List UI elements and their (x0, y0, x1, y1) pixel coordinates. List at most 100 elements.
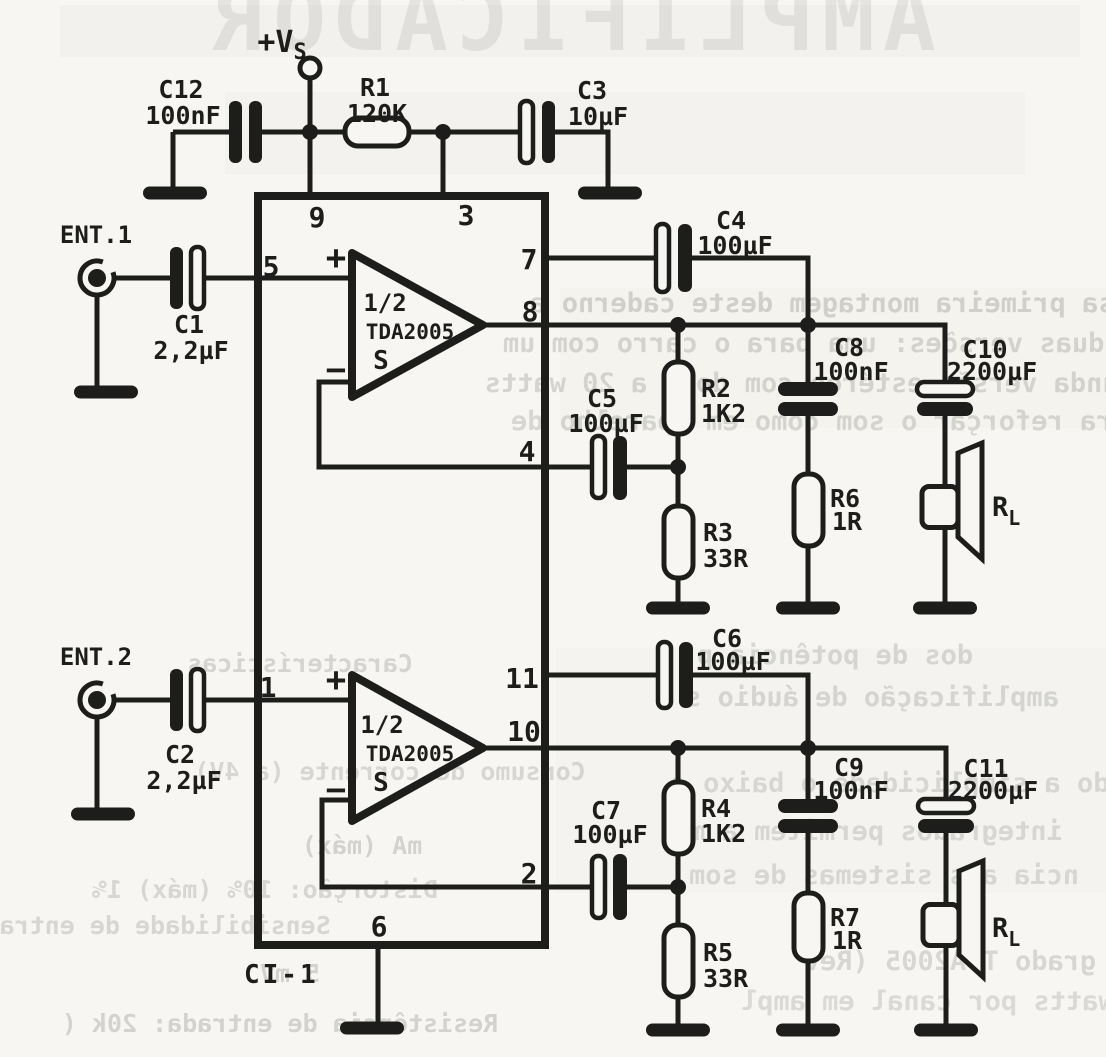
ground-icon (776, 601, 840, 615)
ref: R6 (830, 484, 860, 513)
minus-input-label: − (326, 350, 346, 390)
junction-dot (670, 317, 686, 333)
junction-dot (302, 124, 318, 140)
ic-ci1: CI-1 + − 1/2 TDA2005 S + − 1/2 TDA2005 S… (244, 192, 549, 990)
resistor-r7: R7 1R (791, 890, 863, 964)
value: 33R (703, 964, 749, 993)
speaker-label-main: R (992, 492, 1009, 523)
minus-input-label: − (326, 770, 346, 810)
value: 120K (347, 99, 407, 128)
capacitor-c11: C11 2200µF (915, 754, 1038, 833)
speaker-top: RL (922, 443, 1020, 559)
plus-input-label: + (326, 660, 346, 700)
speaker-label-sub: L (1008, 506, 1020, 530)
ground-icon (914, 1023, 978, 1037)
scan-shadow (60, 5, 1080, 57)
ref: C6 (712, 624, 742, 653)
value: 1R (832, 926, 863, 955)
speaker-label-sub: L (1008, 927, 1020, 951)
supply-terminal: +VS (257, 25, 323, 81)
ref: C3 (577, 76, 607, 105)
junction-dot (670, 740, 686, 756)
capacitor-c3: C3 10µF (517, 76, 628, 166)
capacitor-c8: C8 100nF (778, 333, 889, 416)
showthrough-fragment: as duas versões: uma para o carro com um (503, 328, 1106, 359)
pin-1: 1 (260, 671, 277, 704)
capacitor-c12: C12 100nF (145, 75, 262, 163)
ref: C5 (587, 384, 617, 413)
ref: C8 (834, 333, 864, 362)
pin-9: 9 (309, 201, 326, 234)
pin-3: 3 (458, 199, 475, 232)
speaker-bottom: RL (923, 861, 1020, 977)
capacitor-c7: C7 100µF (572, 796, 648, 921)
pin-5: 5 (263, 250, 280, 283)
plus-input-label: + (326, 238, 346, 278)
showthrough-fragment: amplificação de áudio s (685, 682, 1059, 713)
opamp-triangle-icon (348, 249, 487, 401)
ref: C10 (962, 335, 1007, 364)
ref: R2 (701, 374, 731, 403)
showthrough-fragment: dos de potência p (697, 640, 973, 671)
value: 2200µF (948, 776, 1038, 805)
pin-7: 7 (521, 243, 538, 276)
junction-dots (302, 124, 816, 895)
ground-icon (143, 186, 207, 200)
resistor-r1: R1 120K (342, 73, 412, 149)
pin-4: 4 (519, 435, 536, 468)
input-1: ENT.1 (60, 221, 132, 295)
value: 10µF (568, 102, 628, 131)
ref: R7 (830, 903, 860, 932)
ground-icon (646, 1023, 710, 1037)
capacitor-c5: C5 100µF (568, 384, 644, 501)
ground-icon (913, 601, 977, 615)
input-2-label: ENT.2 (60, 643, 132, 671)
resistor-r6: R6 1R (791, 471, 863, 549)
junction-dot (800, 740, 816, 756)
opamp-suffix: S (373, 346, 389, 376)
opamp-2: + − 1/2 TDA2005 S (326, 660, 487, 825)
opamp-triangle-icon (348, 671, 487, 825)
opamp-1: + − 1/2 TDA2005 S (326, 238, 487, 401)
value: 1K2 (701, 819, 746, 848)
ic-label: CI-1 (244, 960, 319, 990)
input-jack-icon (80, 683, 114, 717)
showthrough-fragment: Características (187, 649, 413, 678)
value: 2,2µF (146, 766, 221, 795)
showthrough-fragment: Resistência de entrada: 20k ( (62, 1009, 499, 1038)
capacitor-c6: C6 100µF (655, 624, 771, 711)
opamp-fraction: 1/2 (360, 711, 403, 739)
pin-labels: 9 3 5 7 8 4 1 11 10 2 6 (260, 199, 541, 943)
ground-icon (646, 601, 710, 615)
input-2: ENT.2 (60, 643, 132, 717)
resistor-r5: R5 33R (661, 922, 749, 1000)
ref: C9 (834, 753, 864, 782)
resistor-r2: R2 1K2 (661, 359, 746, 437)
ref: R5 (703, 938, 733, 967)
input-jack-icon (80, 261, 114, 295)
value: 33R (703, 544, 749, 573)
speaker-label: RL (992, 492, 1020, 530)
ref: C11 (963, 754, 1008, 783)
showthrough-fragment: 0 watts por canal em ampl (741, 986, 1106, 1017)
capacitor-c2: C2 2,2µF (146, 666, 222, 795)
pin-6: 6 (371, 910, 388, 943)
ref: C7 (591, 796, 621, 825)
resistor-r4: R4 1K2 (661, 779, 746, 857)
value: 1R (832, 507, 863, 536)
input-1-label: ENT.1 (60, 221, 132, 249)
ground-icon (74, 385, 138, 399)
junction-dot (800, 317, 816, 333)
showthrough-fragment: integrados permitem a m (689, 816, 1063, 847)
ground-icon (578, 186, 642, 200)
value: 1K2 (701, 399, 746, 428)
resistor-r3: R3 33R (661, 503, 749, 581)
speaker-label: RL (992, 913, 1020, 951)
ref: C12 (158, 75, 203, 104)
ic-outline (254, 192, 549, 949)
ground-icon (776, 1023, 840, 1037)
opamp-part-number: TDA2005 (366, 742, 455, 766)
